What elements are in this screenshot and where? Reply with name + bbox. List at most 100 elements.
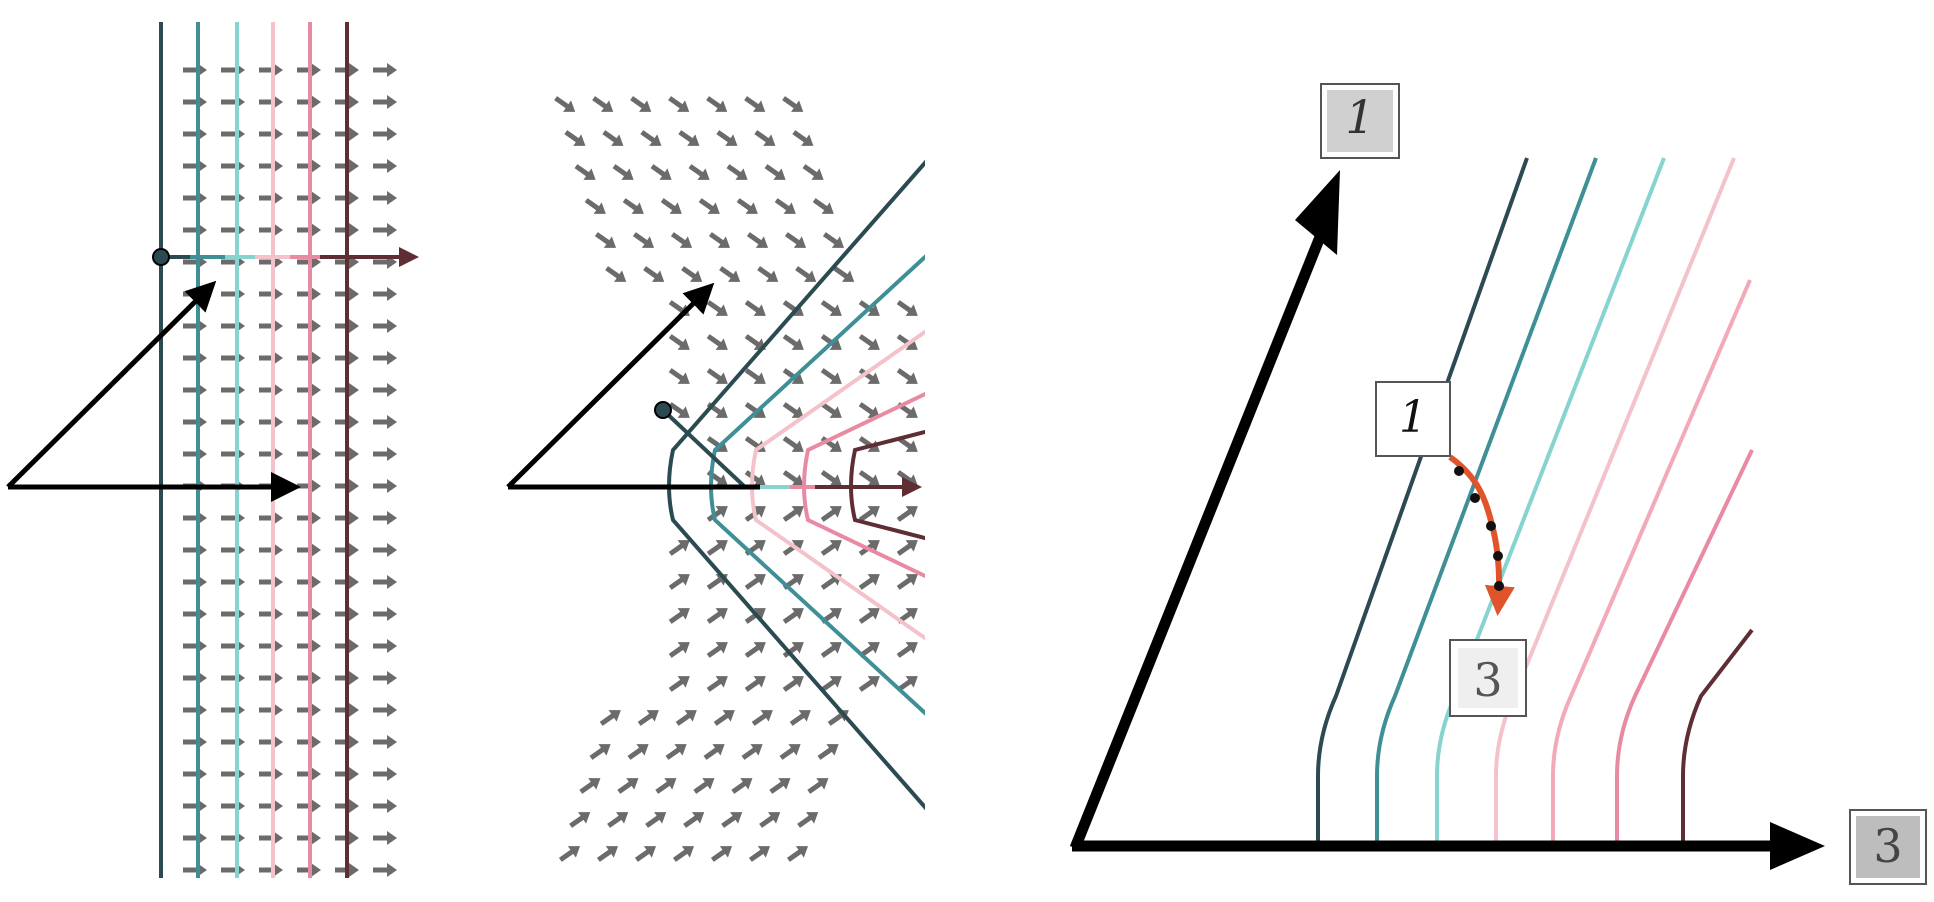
field-arrow [632, 232, 655, 248]
field-arrow [221, 319, 245, 333]
field-arrow [221, 671, 245, 685]
field-arrow [896, 368, 918, 384]
field-arrow [183, 159, 207, 173]
left-start-point [152, 248, 170, 266]
field-arrow [858, 436, 880, 452]
field-arrow [373, 511, 397, 525]
field-arrow [221, 703, 245, 717]
field-arrow [221, 415, 245, 429]
field-arrow [221, 223, 245, 237]
field-arrow [858, 402, 880, 418]
field-arrow [858, 506, 880, 522]
field-arrow [719, 266, 741, 282]
field-arrow [858, 470, 880, 486]
field-arrow [668, 368, 690, 384]
field-arrow [183, 447, 207, 461]
field-arrow [183, 351, 207, 365]
field-arrow [774, 198, 796, 214]
field-arrow [703, 744, 725, 760]
field-arrow [782, 436, 804, 452]
field-arrow [373, 127, 397, 141]
field-arrow [858, 334, 880, 350]
field-arrow [183, 767, 207, 781]
field-arrow [221, 191, 245, 205]
right-contour-line [1551, 279, 1752, 846]
field-arrow [660, 198, 682, 214]
field-arrow [605, 266, 627, 282]
field-arrow [373, 447, 397, 461]
field-arrow [373, 671, 397, 685]
field-arrow [668, 402, 690, 418]
right-y-axis [1069, 229, 1328, 851]
field-arrow [744, 676, 766, 692]
left-trajectory [152, 247, 419, 267]
field-arrow [746, 232, 769, 248]
field-arrow [183, 607, 207, 621]
field-arrow [822, 232, 845, 248]
field-arrow [759, 812, 781, 828]
field-arrow [858, 642, 880, 658]
field-arrow [731, 778, 753, 794]
field-arrow [627, 744, 649, 760]
panel-right-latent-space: 1 3 1 3 [1069, 83, 1927, 885]
field-arrow [706, 96, 728, 112]
field-arrow [373, 95, 397, 109]
field-arrow [858, 676, 880, 692]
panel-left-straight-field [6, 22, 419, 878]
field-arrow [599, 710, 621, 726]
field-arrow [710, 846, 733, 862]
field-arrow [183, 831, 207, 845]
field-arrow [896, 436, 918, 452]
field-arrow [564, 130, 586, 146]
left-diagonal-axis [6, 280, 217, 489]
field-arrow [744, 574, 766, 590]
field-arrow [183, 319, 207, 333]
field-arrow [858, 368, 880, 384]
field-arrow [645, 812, 667, 828]
field-arrow [221, 831, 245, 845]
field-arrow [183, 703, 207, 717]
field-arrow [617, 778, 639, 794]
field-arrow [373, 863, 397, 877]
field-arrow [744, 402, 766, 418]
field-arrow [721, 812, 743, 828]
field-arrow [784, 232, 807, 248]
field-arrow [373, 703, 397, 717]
field-arrow [769, 778, 791, 794]
field-arrow [706, 506, 728, 522]
field-arrow [373, 607, 397, 621]
field-arrow [373, 351, 397, 365]
field-arrow [782, 334, 804, 350]
field-arrow [744, 300, 766, 316]
field-arrow [896, 506, 918, 522]
field-arrow [896, 676, 918, 692]
field-arrow [665, 744, 687, 760]
right-contour-line [1316, 157, 1529, 846]
y-axis-digit-label: 1 [1345, 90, 1374, 144]
field-arrow [820, 300, 842, 316]
field-arrow [574, 164, 596, 180]
field-arrow [183, 799, 207, 813]
field-arrow [634, 846, 657, 862]
field-arrow [668, 540, 690, 556]
field-arrow [221, 447, 245, 461]
path-start-thumbnail: 1 [1375, 381, 1451, 457]
field-arrow [668, 676, 690, 692]
field-arrow [589, 744, 611, 760]
field-arrow [812, 198, 834, 214]
field-arrow [683, 812, 705, 828]
field-arrow [820, 642, 842, 658]
field-arrow [706, 642, 728, 658]
field-arrow [373, 799, 397, 813]
field-arrow [558, 846, 581, 862]
field-arrow [373, 735, 397, 749]
field-arrow [820, 506, 842, 522]
middle-trajectory [661, 408, 922, 497]
field-arrow [757, 266, 779, 282]
field-arrow [183, 639, 207, 653]
right-contour-line [1615, 449, 1754, 846]
field-arrow [373, 63, 397, 77]
field-arrow [221, 639, 245, 653]
field-arrow [820, 368, 842, 384]
